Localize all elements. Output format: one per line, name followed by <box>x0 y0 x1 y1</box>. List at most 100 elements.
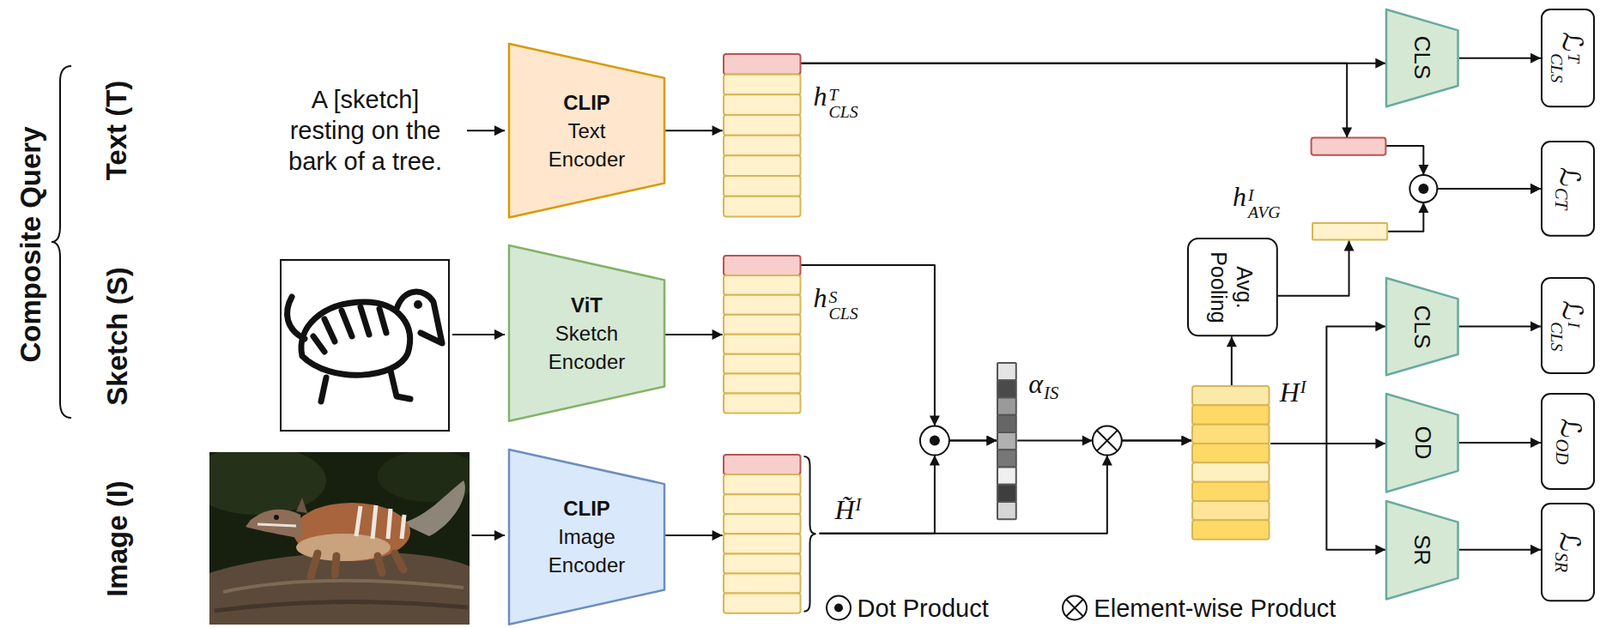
pooling-label: Avg. Pooling <box>1206 244 1258 331</box>
connector-arrow <box>1459 549 1541 552</box>
math-index: CLS <box>828 305 858 323</box>
math-symbol: h <box>812 80 827 112</box>
token-cell <box>1192 463 1270 483</box>
connector-arrow <box>819 441 998 534</box>
math-symbol: h <box>1232 181 1247 213</box>
head-block: CLS <box>1385 8 1460 108</box>
text-feature-copy <box>1311 138 1387 156</box>
encoder-label: CLIP <box>539 494 636 523</box>
photo-picture <box>356 505 405 540</box>
loss-box: ℒTCLS <box>1540 8 1595 108</box>
photo-picture <box>310 553 404 577</box>
token-cell <box>1192 386 1270 406</box>
loss-label: ℒTCLS <box>1548 32 1588 84</box>
legend-item: Dot Product <box>857 593 989 625</box>
head-label: CLS <box>1409 305 1436 350</box>
dot-product-symbol <box>1409 175 1437 203</box>
loss-label: ℒICLS <box>1548 300 1588 352</box>
encoder-label: Sketch Encoder <box>539 319 636 376</box>
input-arrow <box>452 130 505 536</box>
row-label: Image (I) <box>101 480 134 598</box>
dot-product-symbol <box>1418 183 1429 194</box>
token-cell <box>1192 424 1270 444</box>
math-index: IAVG <box>1248 187 1281 222</box>
elementwise-product-symbol <box>1092 426 1122 456</box>
math-index: I <box>855 494 862 515</box>
token-cell <box>1312 223 1388 240</box>
sketch-picture <box>280 260 449 431</box>
image-encoder: CLIPImage Encoder <box>508 448 666 626</box>
math-symbol: ℒ <box>1553 167 1587 188</box>
math-index: T <box>828 86 858 104</box>
token-stack: HI <box>1191 385 1271 541</box>
feature-label: hSCLS <box>812 283 858 323</box>
token-cell <box>1192 501 1270 521</box>
head-block-outline <box>1386 501 1459 600</box>
token-cell <box>997 502 1017 520</box>
sketch-encoder: ViTSketch Encoder <box>508 244 666 423</box>
token-stack-shape <box>722 454 820 615</box>
connector-arrow <box>665 129 723 132</box>
loss-box-outline <box>1541 503 1594 601</box>
token-cell <box>723 115 801 136</box>
token-stack: hTCLS <box>722 53 802 218</box>
math-index: OD <box>1551 438 1572 465</box>
loss-label: ℒCT <box>1551 167 1585 211</box>
sketch-picture <box>413 300 423 310</box>
photo-picture <box>245 509 303 540</box>
token-cell <box>723 593 801 614</box>
pooled-feature-shape <box>1311 222 1388 241</box>
head-block-outline <box>1386 393 1459 493</box>
math-index: I <box>1248 187 1281 205</box>
math-symbol: H̃ <box>834 494 855 526</box>
head-block: OD <box>1385 393 1460 494</box>
token-cell <box>1192 443 1270 463</box>
arrow-head <box>1102 455 1113 467</box>
dot-product-symbol <box>929 436 940 447</box>
head-label: CLS <box>1409 305 1436 350</box>
pooling-box-outline <box>1187 238 1278 336</box>
photo-picture <box>214 602 468 612</box>
math-index: S <box>828 289 858 307</box>
loss-box-outline <box>1541 9 1594 107</box>
token-stack-shape <box>1191 385 1271 541</box>
math-symbol: ℒ <box>1553 532 1587 552</box>
input-arrow <box>452 333 505 336</box>
encoder-label: CLIPText Encoder <box>539 88 636 174</box>
arrow-head <box>1418 164 1429 176</box>
token-cell <box>997 467 1017 485</box>
token-cell <box>723 553 801 574</box>
loss-box: ℒSR <box>1540 503 1595 602</box>
photo-picture <box>223 581 464 593</box>
math-index: CLS <box>1548 54 1566 84</box>
math-index: SR <box>1551 552 1572 573</box>
text-encoder: CLIPText Encoder <box>508 42 666 219</box>
connector-arrow <box>1270 443 1386 551</box>
head-block: SR <box>1385 500 1460 601</box>
math-index: CT <box>1551 187 1572 210</box>
math-index: CLS <box>828 103 858 122</box>
legend-symbol <box>1066 600 1084 618</box>
math-symbol: H <box>1279 376 1300 408</box>
math-index: SCLS <box>828 289 858 324</box>
math-index: I <box>1300 376 1307 397</box>
input-arrow <box>466 129 505 132</box>
legend-item: Element-wise Product <box>1093 593 1336 625</box>
connector-arrow <box>819 441 1193 534</box>
token-cell <box>723 255 801 276</box>
token-cell <box>723 295 801 316</box>
pooling-box: Avg. Pooling <box>1187 237 1279 337</box>
token-cell <box>1192 406 1270 425</box>
pooled-feature: hIAVG <box>1311 222 1388 241</box>
encoder-label: Text Encoder <box>539 116 636 174</box>
row-label: Text (T) <box>101 80 134 182</box>
connector-arrow <box>1230 336 1233 386</box>
math-index: T <box>1565 54 1583 84</box>
encoder-label: CLIP <box>539 88 636 117</box>
arrow-head <box>1082 436 1093 447</box>
pooling-label: Avg. Pooling <box>1206 244 1258 331</box>
token-cell <box>723 374 801 394</box>
photo-picture <box>257 524 297 527</box>
loss-box: ℒICLS <box>1540 277 1595 375</box>
